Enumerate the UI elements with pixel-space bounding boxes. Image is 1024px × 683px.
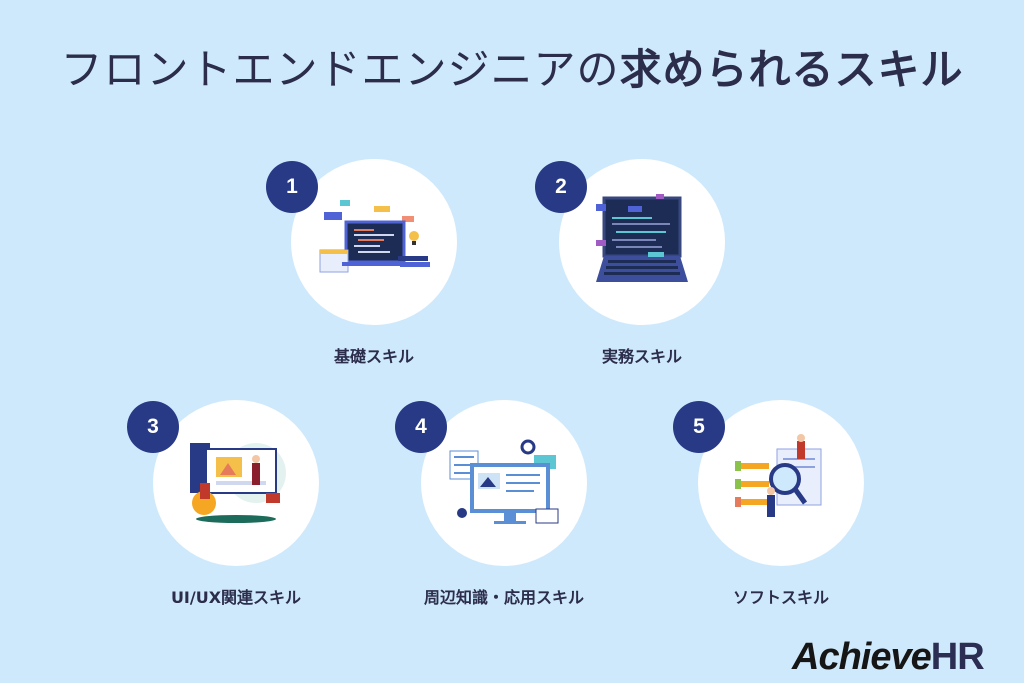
title-normal: フロントエンドエンジニアの [60,45,620,94]
skill-1-illustration [291,159,457,325]
logo-hr: HR [930,636,985,678]
skill-3-label: UI/UX関連スキル [170,588,302,607]
skill-1-label: 基礎スキル [333,347,414,366]
achievehr-logo: AchieveHR [792,636,985,679]
skill-5-illustration [698,400,864,566]
laptop-php-icon [596,194,688,282]
skill-1-number-badge: 1 [266,161,318,213]
skill-4-illustration [421,400,587,566]
designers-screen-icon [190,443,286,523]
laptop-code-icon [319,200,430,273]
monitor-gears-icon [449,439,559,524]
skill-2-label: 実務スキル [601,347,682,366]
skill-4-number-badge: 4 [395,401,447,453]
title-bold: 求められるスキル [619,45,964,94]
skill-3-number-badge: 3 [127,401,179,453]
logo-achieve: Achieve [792,636,932,678]
skill-4-label: 周辺知識・応用スキル [423,588,584,607]
magnifier-people-icon [735,434,822,517]
skill-2-number-badge: 2 [535,161,587,213]
page-title: フロントエンドエンジニアの求められるスキル [0,36,1024,97]
skill-5-label: ソフトスキル [732,588,829,607]
skill-3-illustration [153,400,319,566]
skill-5-number-badge: 5 [673,401,725,453]
